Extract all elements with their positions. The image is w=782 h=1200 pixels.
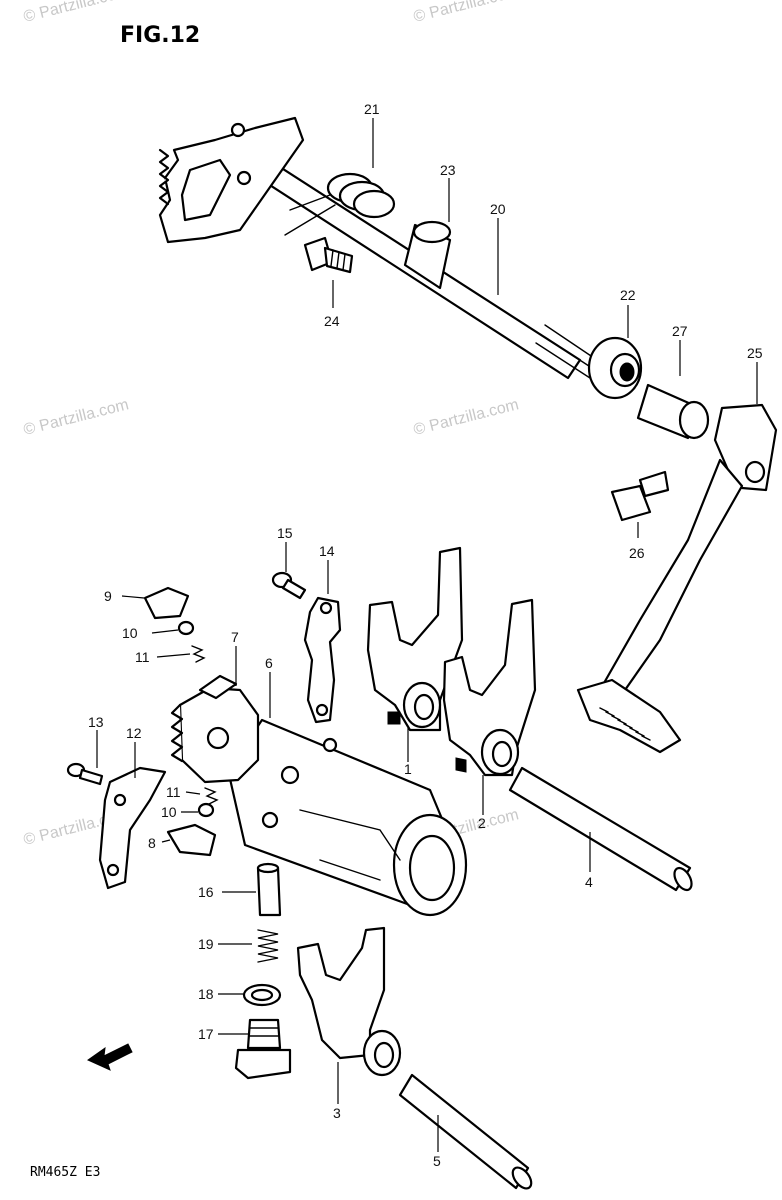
callout-26: 26 xyxy=(629,545,645,561)
callout-17: 17 xyxy=(198,1026,214,1042)
fork-shaft-4 xyxy=(508,766,693,892)
stopper-plate xyxy=(303,596,342,724)
figure-code: RM465Z E3 xyxy=(30,1165,100,1180)
gearshift-lever xyxy=(576,403,778,754)
callout-7: 7 xyxy=(231,629,239,645)
callout-11-upper: 11 xyxy=(135,649,150,665)
watermark: © Partzilla.com xyxy=(412,0,521,26)
callout-19: 19 xyxy=(198,936,214,952)
shift-fork-2 xyxy=(442,598,537,777)
detent-assembly xyxy=(234,862,292,1080)
callout-labels: 21 23 20 22 27 25 24 26 15 14 9 10 11 7 … xyxy=(88,101,763,1169)
watermark: © Partzilla.com xyxy=(22,0,131,26)
gearshift-shaft-assembly xyxy=(158,116,710,440)
shift-fork-1 xyxy=(366,546,464,732)
figure-title: FIG.12 xyxy=(120,23,200,48)
callout-3: 3 xyxy=(333,1105,341,1121)
callout-4: 4 xyxy=(585,874,593,890)
lever-bolt xyxy=(610,470,670,522)
screw xyxy=(271,571,307,600)
fork-shaft-5 xyxy=(398,1073,533,1190)
watermark: © Partzilla.com xyxy=(22,396,131,439)
collar xyxy=(636,383,710,440)
callout-5: 5 xyxy=(433,1153,441,1169)
callout-12: 12 xyxy=(126,725,142,741)
return-spring xyxy=(284,172,396,236)
callout-14: 14 xyxy=(319,543,335,559)
shift-fork-3 xyxy=(296,926,402,1077)
callout-10-upper: 10 xyxy=(122,625,138,641)
bushing xyxy=(587,336,643,400)
gear-shift-cam xyxy=(226,718,468,917)
callout-8: 8 xyxy=(148,835,156,851)
leader-lines xyxy=(96,118,758,1152)
callout-27: 27 xyxy=(672,323,688,339)
callout-1: 1 xyxy=(404,761,412,777)
cam-gear xyxy=(170,674,260,784)
callout-16: 16 xyxy=(198,884,214,900)
callout-24: 24 xyxy=(324,313,340,329)
callout-10-lower: 10 xyxy=(161,804,177,820)
cam-stopper xyxy=(66,762,167,890)
front-arrow-icon xyxy=(86,1043,133,1071)
callout-13: 13 xyxy=(88,714,104,730)
callout-23: 23 xyxy=(440,162,456,178)
callout-2: 2 xyxy=(478,815,486,831)
callout-25: 25 xyxy=(747,345,763,361)
callout-15: 15 xyxy=(277,525,293,541)
pawl-upper xyxy=(143,586,206,663)
callout-21: 21 xyxy=(364,101,380,117)
callout-20: 20 xyxy=(490,201,506,217)
stopper-bolt xyxy=(303,236,354,274)
callout-22: 22 xyxy=(620,287,636,303)
callout-18: 18 xyxy=(198,986,214,1002)
pawl-lower xyxy=(166,787,219,857)
callout-9: 9 xyxy=(104,588,112,604)
watermark: © Partzilla.com xyxy=(412,396,521,439)
callout-6: 6 xyxy=(265,655,273,671)
callout-11-lower: 11 xyxy=(166,784,181,800)
